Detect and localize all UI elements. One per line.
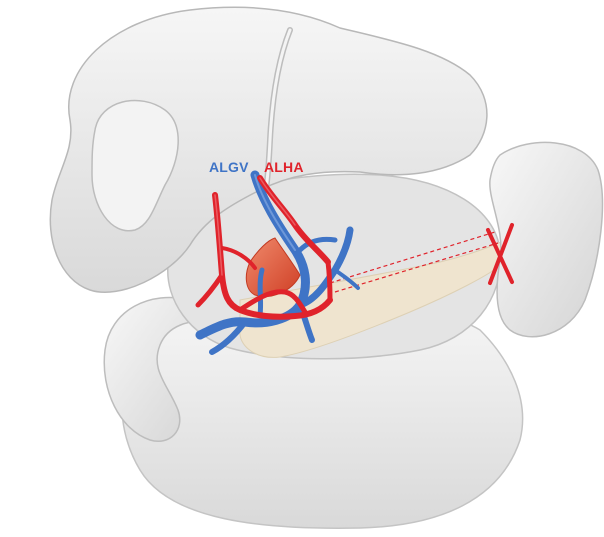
- label-algv: ALGV: [209, 159, 249, 175]
- label-alha: ALHA: [264, 159, 304, 175]
